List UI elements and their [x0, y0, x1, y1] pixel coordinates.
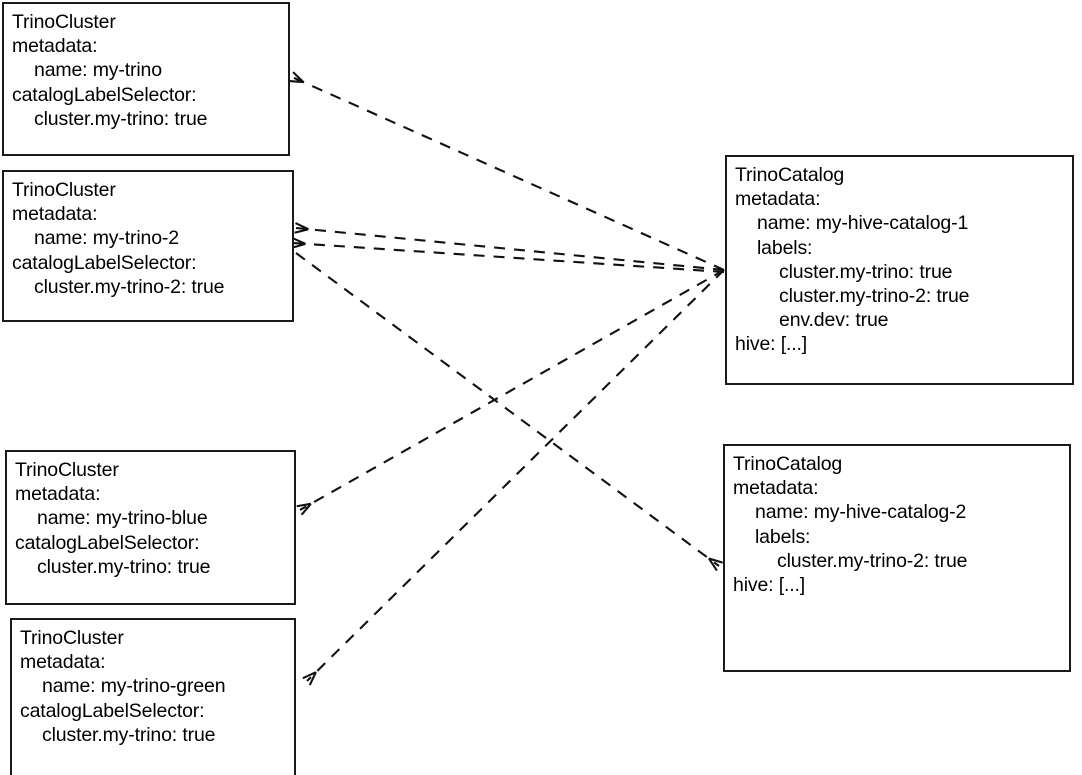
- edge-catalog1-to-cluster-my-trino-green: [307, 269, 725, 681]
- yaml-line: labels:: [755, 525, 811, 548]
- yaml-line: cluster.my-trino-2: true: [34, 275, 225, 298]
- yaml-line: hive: [...]: [733, 574, 806, 597]
- yaml-line: env.dev: true: [779, 309, 889, 332]
- node-trinocatalog-my-hive-catalog-1[interactable]: TrinoCatalog metadata: name: my-hive-cat…: [725, 155, 1074, 385]
- node-trinocluster-my-trino-green[interactable]: TrinoCluster metadata: name: my-trino-gr…: [10, 618, 296, 775]
- yaml-line: cluster.my-trino-2: true: [779, 285, 970, 308]
- yaml-line: catalogLabelSelector:: [15, 531, 200, 554]
- node-trinocatalog-my-hive-catalog-2[interactable]: TrinoCatalog metadata: name: my-hive-cat…: [723, 444, 1071, 672]
- yaml-line: name: my-hive-catalog-2: [755, 501, 967, 524]
- edge-catalog1-to-cluster-my-trino: [292, 77, 725, 271]
- yaml-line: TrinoCatalog: [733, 453, 843, 475]
- node-trinocluster-my-trino-blue[interactable]: TrinoCluster metadata: name: my-trino-bl…: [5, 450, 296, 605]
- yaml-line: TrinoCluster: [20, 627, 124, 649]
- yaml-line: cluster.my-trino: true: [34, 107, 208, 130]
- edge-catalog1-to-cluster-my-trino-blue: [300, 269, 725, 510]
- yaml-line: metadata:: [15, 483, 101, 506]
- yaml-line: metadata:: [12, 203, 98, 226]
- edge-catalog1-to-cluster-my-trino-2: [296, 228, 725, 272]
- yaml-line: hive: [...]: [735, 333, 808, 356]
- yaml-line: cluster.my-trino: true: [37, 555, 211, 578]
- yaml-line: name: my-trino: [34, 59, 162, 82]
- yaml-line: cluster.my-trino: true: [42, 723, 216, 746]
- yaml-line: metadata:: [733, 477, 819, 500]
- yaml-line: catalogLabelSelector:: [12, 251, 197, 274]
- yaml-line: name: my-hive-catalog-1: [757, 212, 969, 235]
- yaml-line: TrinoCluster: [15, 459, 119, 481]
- yaml-line: metadata:: [20, 651, 106, 674]
- yaml-line: name: my-trino-2: [34, 227, 179, 250]
- yaml-line: catalogLabelSelector:: [12, 83, 197, 106]
- node-trinocluster-my-trino-2[interactable]: TrinoCluster metadata: name: my-trino-2 …: [2, 170, 294, 322]
- yaml-line: metadata:: [735, 188, 821, 211]
- yaml-line: name: my-trino-blue: [37, 507, 208, 530]
- node-trinocluster-my-trino[interactable]: TrinoCluster metadata: name: my-trino ca…: [2, 2, 290, 156]
- yaml-line: cluster.my-trino: true: [779, 260, 953, 283]
- yaml-line: TrinoCluster: [12, 11, 116, 33]
- yaml-line: cluster.my-trino-2: true: [777, 549, 968, 572]
- yaml-line: TrinoCatalog: [735, 164, 845, 186]
- yaml-line: metadata:: [12, 35, 98, 58]
- yaml-line: labels:: [757, 236, 813, 259]
- edge-cluster-my-trino-2-to-catalog2: [295, 252, 719, 566]
- edge-catalog2-to-cluster-my-trino-2: [293, 243, 725, 274]
- yaml-line: name: my-trino-green: [42, 675, 226, 698]
- yaml-line: TrinoCluster: [12, 179, 116, 201]
- yaml-line: catalogLabelSelector:: [20, 699, 205, 722]
